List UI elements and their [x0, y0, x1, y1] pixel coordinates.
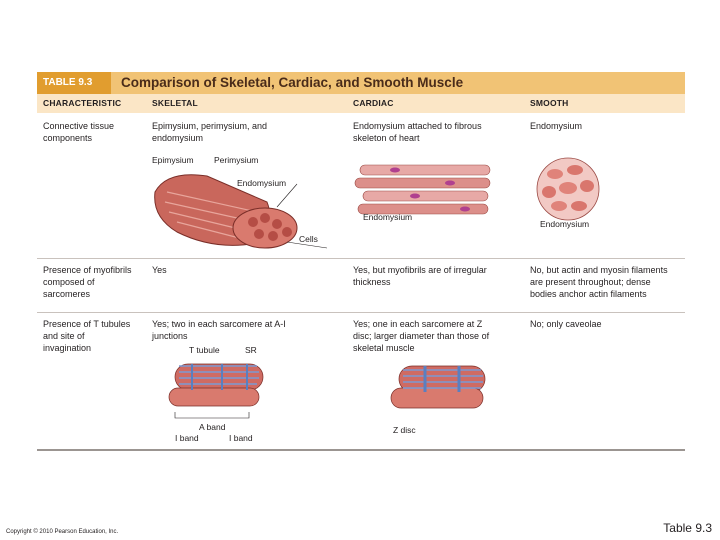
- slide-label: Table 9.3: [663, 521, 712, 535]
- label-a-band: A band: [199, 422, 226, 432]
- table-header-row: CHARACTERISTIC SKELETAL CARDIAC SMOOTH: [37, 94, 685, 113]
- label-i-band-left: I band: [175, 433, 199, 443]
- row3-skeletal: Yes; two in each sarcomere at A-I juncti…: [152, 319, 286, 341]
- row3-cardiac: Yes; one in each sarcomere at Z disc; la…: [353, 319, 490, 353]
- row1-cardiac: Endomysium attached to fibrous skeleton …: [353, 121, 482, 143]
- table-title: Comparison of Skeletal, Cardiac, and Smo…: [121, 75, 464, 90]
- label-endomysium-cardiac: Endomysium: [363, 212, 413, 222]
- header-cardiac: CARDIAC: [353, 98, 394, 108]
- label-sr: SR: [245, 345, 257, 355]
- row2-smooth: No, but actin and myosin filaments are p…: [530, 265, 668, 299]
- copyright-notice: Copyright © 2010 Pearson Education, Inc.: [6, 529, 119, 535]
- row2-characteristic: Presence of myofibrils composed of sarco…: [43, 265, 132, 299]
- row3-characteristic: Presence of T tubules and site of invagi…: [43, 319, 131, 353]
- row-divider: [37, 312, 685, 313]
- table-number: TABLE 9.3: [37, 72, 111, 94]
- smooth-muscle-illustration: [536, 157, 600, 221]
- cardiac-t-tubule-illustration: [390, 365, 486, 409]
- label-perimysium: Perimysium: [214, 155, 259, 165]
- label-endomysium-skeletal: Endomysium: [237, 178, 287, 188]
- cardiac-muscle-illustration: [354, 164, 491, 215]
- header-characteristic: CHARACTERISTIC: [43, 98, 122, 108]
- row-divider: [37, 258, 685, 259]
- header-smooth: SMOOTH: [530, 98, 569, 108]
- label-endomysium-smooth: Endomysium: [540, 219, 590, 229]
- label-epimysium: Epimysium: [152, 155, 194, 165]
- header-skeletal: SKELETAL: [152, 98, 198, 108]
- label-i-band-right: I band: [229, 433, 253, 443]
- row2-skeletal: Yes: [152, 265, 167, 275]
- skeletal-t-tubule-illustration: [168, 363, 264, 419]
- row1-characteristic: Connective tissue components: [43, 121, 115, 143]
- label-t-tubule: T tubule: [189, 345, 220, 355]
- row2-cardiac: Yes, but myofibrils are of irregular thi…: [353, 265, 487, 287]
- label-cells: Cells: [299, 234, 318, 244]
- table-bottom-rule: [37, 449, 685, 451]
- row1-smooth: Endomysium: [530, 121, 583, 131]
- label-z-disc: Z disc: [393, 425, 416, 435]
- row1-skeletal: Epimysium, perimysium, and endomysium: [152, 121, 268, 143]
- row3-smooth: No; only caveolae: [530, 319, 602, 329]
- comparison-table: TABLE 9.3 Comparison of Skeletal, Cardia…: [37, 72, 685, 452]
- table-title-bar: TABLE 9.3 Comparison of Skeletal, Cardia…: [37, 72, 685, 94]
- skeletal-muscle-illustration: [154, 174, 328, 249]
